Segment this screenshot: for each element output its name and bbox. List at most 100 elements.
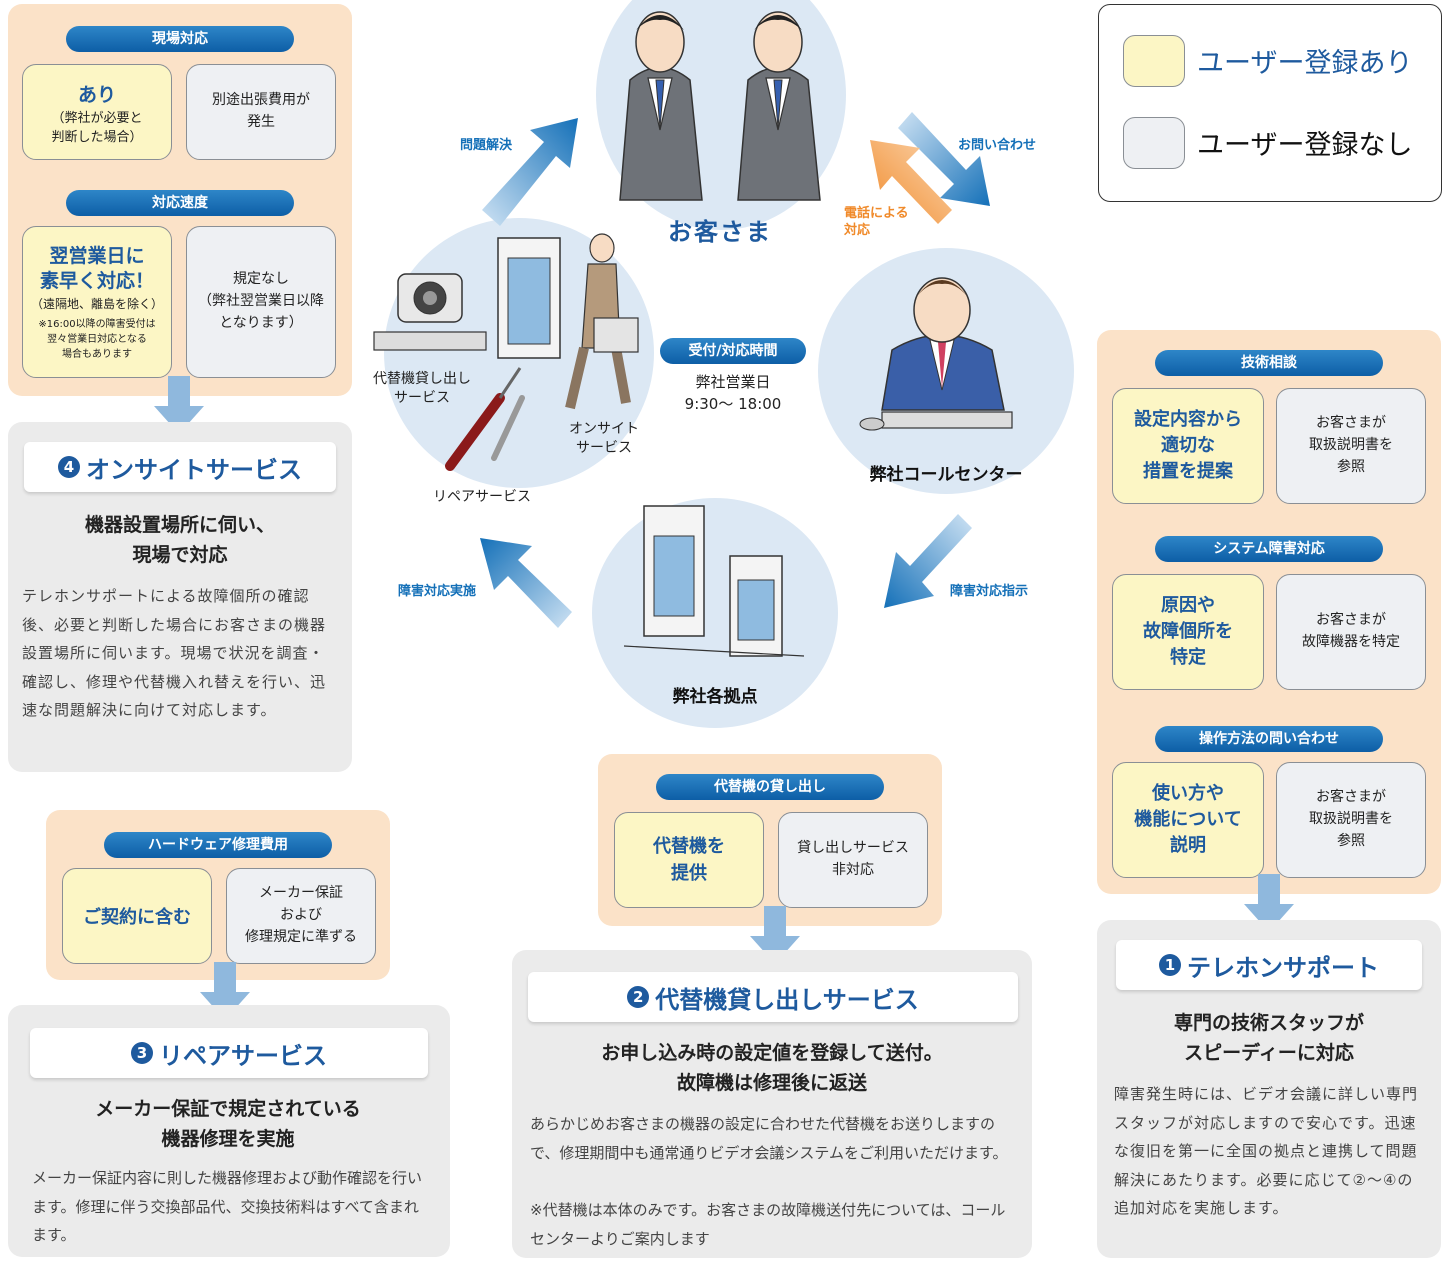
loan-unsupported-line2: 非対応 bbox=[832, 862, 874, 878]
loan-provide-line2: 提供 bbox=[671, 863, 707, 884]
tech-customer-identify-box: お客さまが 故障機器を特定 bbox=[1276, 574, 1426, 690]
tech-manual2-line1: お客さまが bbox=[1316, 789, 1386, 806]
legend-label-without-reg: ユーザー登録なし bbox=[1197, 130, 1413, 161]
pill-response-speed: 対応速度 bbox=[66, 190, 294, 216]
tech-identify-line1: 原因や bbox=[1161, 594, 1215, 616]
bases-illustration bbox=[624, 505, 804, 657]
service3-headline1: メーカー保証で規定されている bbox=[95, 1098, 361, 1120]
onsite-speed-title1: 翌営業日に bbox=[49, 244, 145, 267]
tech-manual-line2: 取扱説明書を bbox=[1309, 437, 1393, 454]
onsite-service-label: オンサイト サービス bbox=[554, 420, 654, 458]
service4-headline1: 機器設置場所に伺い、 bbox=[84, 514, 275, 536]
bases-label: 弊社各拠点 bbox=[672, 687, 758, 707]
tech-propose-line2: 適切な bbox=[1161, 434, 1215, 456]
repair-included-label: ご契約に含む bbox=[83, 907, 191, 928]
service1-headline: 専門の技術スタッフが スピーディーに対応 bbox=[1104, 1008, 1434, 1069]
service2-title: 代替機貸し出しサービス bbox=[655, 985, 919, 1014]
tech-manual2-box: お客さまが 取扱説明書を 参照 bbox=[1276, 762, 1426, 878]
service3-title: リペアサービス bbox=[159, 1041, 327, 1070]
service2-body2: ※代替機は本体のみです。お客さまの故障機送付先については、コールセンターよりご案… bbox=[530, 1201, 1006, 1248]
service4-body: テレホンサポートによる故障個所の確認後、必要と判断した場合にお客さまの機器設置場… bbox=[22, 587, 327, 719]
arrow-label-solve: 問題解決 bbox=[460, 138, 513, 153]
pill-tech-consult: 技術相談 bbox=[1155, 350, 1383, 376]
onsite-cost-box: 別途出張費用が 発生 bbox=[186, 64, 336, 160]
service1-headline2: スピーディーに対応 bbox=[1184, 1042, 1354, 1065]
repair-warranty-line2: および bbox=[280, 907, 322, 924]
onsite-no-rule-box: 規定なし （弊社翌営業日以降 となります） bbox=[186, 226, 336, 378]
legend-label-with-reg: ユーザー登録あり bbox=[1197, 48, 1413, 79]
service4-title-bar: 4 オンサイトサービス bbox=[24, 442, 336, 492]
service2-headline1: お申し込み時の設定値を登録して送付。 bbox=[601, 1042, 943, 1064]
arrow-label-phone1: 電話による bbox=[844, 206, 909, 221]
tech-identify-box: 原因や 故障個所を 特定 bbox=[1112, 574, 1264, 690]
tech-propose-line1: 設定内容から bbox=[1134, 408, 1242, 430]
service1-title-bar: 1 テレホンサポート bbox=[1116, 940, 1422, 990]
legend-box: ユーザー登録あり ユーザー登録なし bbox=[1098, 4, 1442, 202]
tech-propose-box: 設定内容から 適切な 措置を提案 bbox=[1112, 388, 1264, 504]
service1-headline1: 専門の技術スタッフが bbox=[1173, 1012, 1364, 1034]
cycle-arrows bbox=[480, 112, 990, 628]
onsite-yes-sub2: 判断した場合） bbox=[51, 129, 143, 145]
onsite-speed-note2: 翌々営業日対応となる bbox=[47, 334, 147, 346]
service2-headline: お申し込み時の設定値を登録して送付。 故障機は修理後に返送 bbox=[520, 1038, 1024, 1099]
service1-body: 障害発生時には、ビデオ会議に詳しい専門スタッフが対応しますので安心です。迅速な復… bbox=[1114, 1085, 1419, 1217]
customer-label: お客さま bbox=[668, 218, 772, 246]
callcenter-label: 弊社コールセンター bbox=[869, 465, 1023, 485]
loan-service-label2: サービス bbox=[394, 389, 450, 406]
service2-number-badge: 2 bbox=[627, 986, 650, 1008]
pill-hardware-repair-cost: ハードウェア修理費用 bbox=[104, 832, 332, 858]
arrow-label-execute: 障害対応実施 bbox=[398, 584, 477, 599]
onsite-speed-title2: 素早く対応！ bbox=[39, 269, 154, 292]
onsite-cost-line2: 発生 bbox=[247, 114, 275, 130]
service2-title-bar: 2 代替機貸し出しサービス bbox=[528, 972, 1018, 1022]
pill-loan-device: 代替機の貸し出し bbox=[656, 774, 884, 800]
pill-onsite-response: 現場対応 bbox=[66, 26, 294, 52]
repair-warranty-box: メーカー保証 および 修理規定に準ずる bbox=[226, 868, 376, 964]
service4-title: オンサイトサービス bbox=[86, 455, 302, 484]
pill-operation-inquiry: 操作方法の問い合わせ bbox=[1155, 726, 1383, 752]
service3-headline: メーカー保証で規定されている 機器修理を実施 bbox=[16, 1094, 440, 1155]
onsite-no-rule-line3: となります） bbox=[219, 314, 303, 331]
tech-explain-line2: 機能について bbox=[1134, 808, 1242, 830]
onsite-speed-sub: （遠隔地、離島を除く） bbox=[30, 297, 163, 312]
pill-reception-hours: 受付/対応時間 bbox=[660, 338, 806, 364]
service3-title-bar: 3 リペアサービス bbox=[30, 1028, 428, 1078]
bases-circle bbox=[592, 498, 838, 728]
pill-system-failure: システム障害対応 bbox=[1155, 536, 1383, 562]
loan-provide-box: 代替機を 提供 bbox=[614, 812, 764, 908]
tech-manual2-line3: 参照 bbox=[1337, 832, 1365, 849]
down-arrow-tech bbox=[1244, 874, 1294, 932]
legend-swatch-gray bbox=[1123, 117, 1185, 169]
service3-headline2: 機器修理を実施 bbox=[161, 1128, 295, 1151]
onsite-service-label1: オンサイト bbox=[569, 421, 639, 437]
repair-warranty-line3: 修理規定に準ずる bbox=[245, 928, 357, 945]
service1-title: テレホンサポート bbox=[1187, 953, 1379, 982]
down-arrow-onsite bbox=[154, 376, 204, 434]
tech-propose-line3: 措置を提案 bbox=[1143, 461, 1233, 483]
reception-hours-line2: 9:30〜 18:00 bbox=[684, 394, 782, 413]
onsite-yes-title: あり bbox=[77, 83, 116, 106]
services-illustration bbox=[373, 233, 639, 471]
loan-service-label1: 代替機貸し出し bbox=[373, 371, 471, 387]
reception-hours-text: 弊社営業日 9:30〜 18:00 bbox=[650, 372, 816, 416]
service4-number-badge: 4 bbox=[58, 456, 80, 478]
tech-explain-box: 使い方や 機能について 説明 bbox=[1112, 762, 1264, 878]
customer-illustration bbox=[619, 11, 821, 201]
down-arrow-loan bbox=[750, 906, 800, 964]
repair-warranty-line1: メーカー保証 bbox=[259, 885, 343, 902]
tech-manual-line1: お客さまが bbox=[1316, 415, 1386, 432]
arrow-label-instruct: 障害対応指示 bbox=[950, 584, 1029, 599]
tech-customer-identify-line1: お客さまが bbox=[1316, 612, 1386, 629]
legend-swatch-yellow bbox=[1123, 35, 1185, 87]
tech-customer-identify-line2: 故障機器を特定 bbox=[1302, 634, 1400, 650]
tech-manual-box: お客さまが 取扱説明書を 参照 bbox=[1276, 388, 1426, 504]
loan-service-label: 代替機貸し出し サービス bbox=[362, 370, 482, 408]
arrow-label-phone: 電話による 対応 bbox=[844, 206, 909, 240]
service2-body1: あらかじめお客さまの機器の設定に合わせた代替機をお送りしますので、修理期間中も通… bbox=[530, 1115, 1008, 1162]
loan-unsupported-box: 貸し出しサービス 非対応 bbox=[778, 812, 928, 908]
tech-explain-line3: 説明 bbox=[1170, 835, 1206, 857]
tech-manual2-line2: 取扱説明書を bbox=[1309, 811, 1393, 828]
arrow-label-inquiry: お問い合わせ bbox=[958, 138, 1037, 153]
onsite-speed-note3: 場合もあります bbox=[62, 349, 132, 361]
callcenter-illustration bbox=[859, 277, 1013, 431]
